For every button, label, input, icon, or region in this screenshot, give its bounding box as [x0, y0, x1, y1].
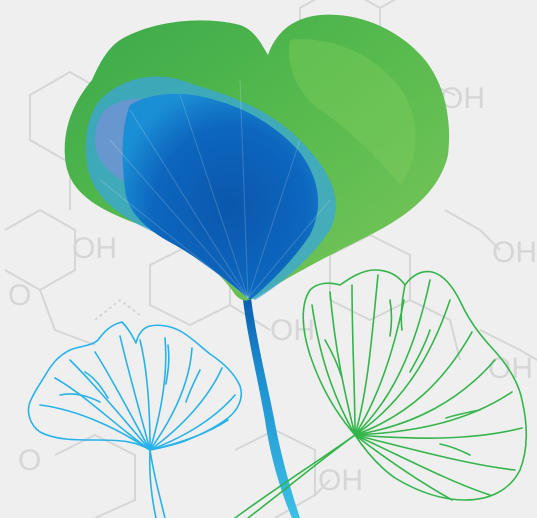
main-leaf-blue-core: [122, 93, 319, 300]
main-leaf-highlight: [289, 39, 416, 186]
watermark-labels: OH OH OH O OH OH O OH: [8, 82, 537, 497]
watermark-label-o-2: O: [18, 444, 41, 477]
green-outline-ginkgo-leaf: [234, 269, 528, 518]
watermark-label-oh-3: OH: [492, 236, 537, 269]
main-leaf-veins: [99, 79, 331, 299]
main-leaf-stem: [243, 298, 300, 518]
cyan-outline-ginkgo-leaf: [27, 321, 243, 518]
watermark-label-oh-6: OH: [318, 464, 363, 497]
watermark-label-o-1: O: [8, 279, 31, 312]
main-ginkgo-leaf: [64, 14, 450, 518]
watermark-label-oh-2: OH: [72, 232, 117, 265]
watermark-label-oh-5: OH: [488, 352, 533, 385]
watermark-label-oh-1: OH: [440, 82, 485, 115]
watermark-label-oh-4: OH: [270, 314, 315, 347]
